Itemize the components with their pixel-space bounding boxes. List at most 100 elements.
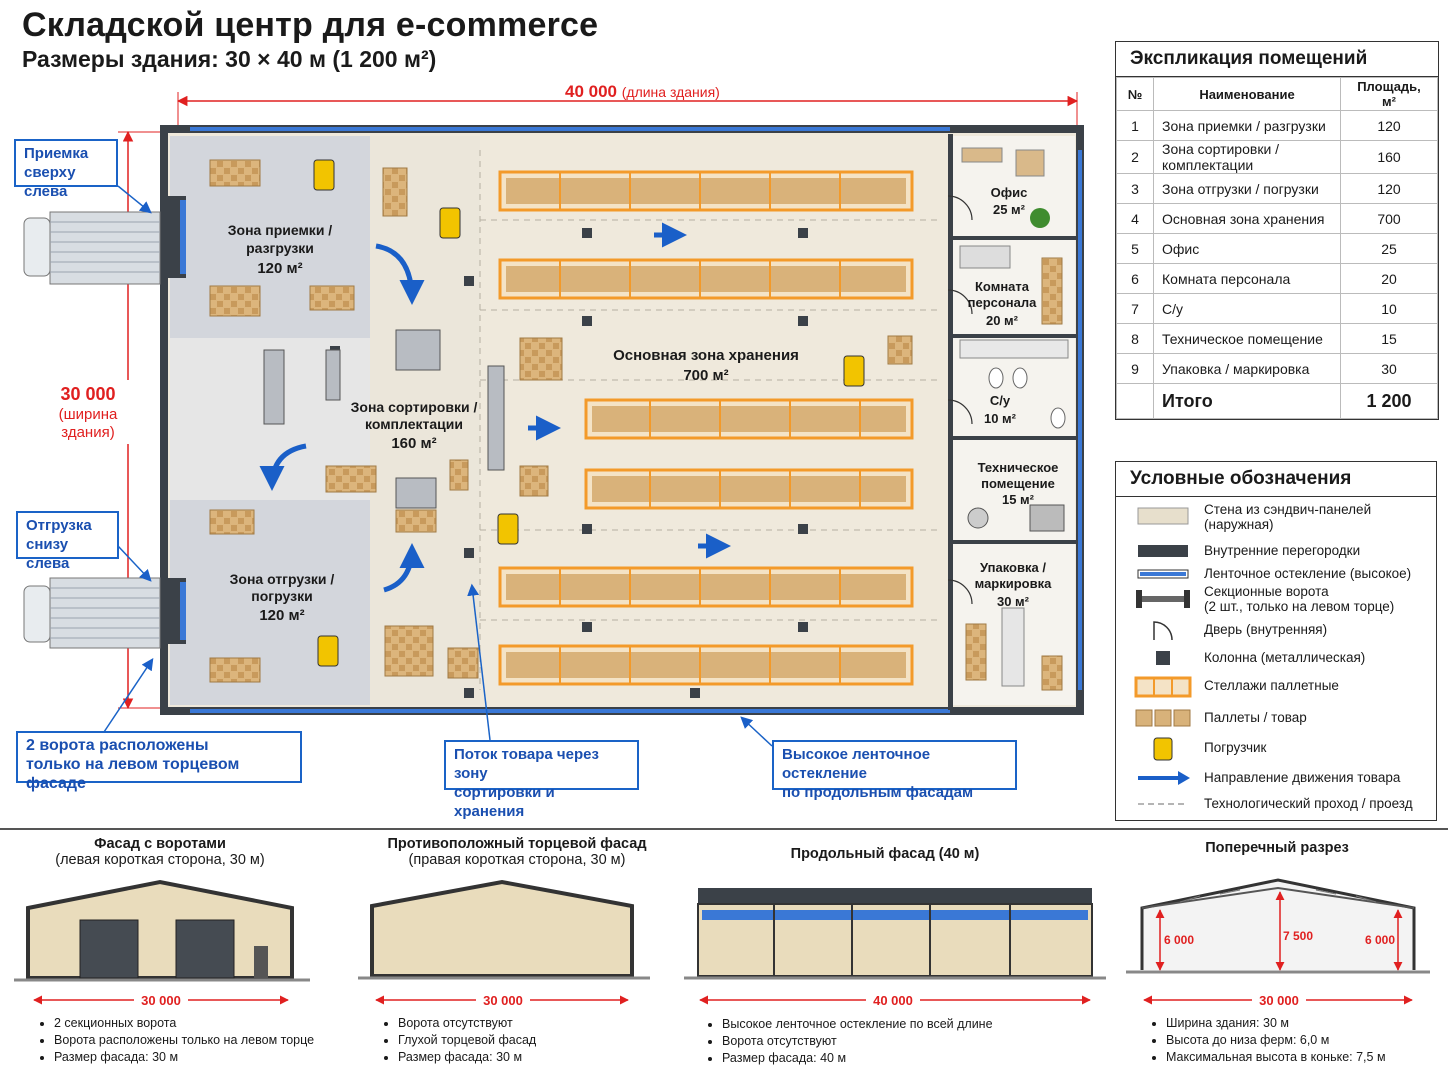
packing-room-label-2: маркировка <box>975 576 1052 591</box>
shipping-zone-floor <box>170 500 370 705</box>
length-dimension-value: 40 000 <box>565 82 617 101</box>
facade-1-notes: 2 секционных ворота Ворота расположены т… <box>40 1015 314 1066</box>
column-icon <box>1134 644 1192 672</box>
legend-label-line-1: Колонна (металлическая) <box>1204 650 1366 665</box>
explication-header-number: № <box>1116 77 1154 111</box>
truck-bottom-icon <box>23 577 161 649</box>
section-divider <box>0 828 1448 830</box>
explication-cell-name: Комната персонала <box>1153 263 1341 294</box>
explication-cell-area: 120 <box>1340 110 1438 141</box>
explication-cell-area: 700 <box>1340 203 1438 234</box>
sectional-gate-icon <box>1134 584 1192 612</box>
explication-cell-name: Офис <box>1153 233 1341 264</box>
shipping-zone-label-1: Зона отгрузки / <box>230 571 335 587</box>
explication-total-row: Итого 1 200 <box>1116 383 1438 419</box>
legend-label-line-2: (наружная) <box>1204 517 1274 532</box>
explication-cell-area: 30 <box>1340 353 1438 384</box>
explication-cell-area: 120 <box>1340 173 1438 204</box>
legend-label: Стена из сэндвич-панелей(наружная) <box>1204 502 1371 532</box>
legend-item: Направление движения товара <box>1116 764 1436 792</box>
staff-room-area: 20 м² <box>986 313 1019 328</box>
explication-cell-n: 1 <box>1116 110 1154 141</box>
callout-bottom-gate: Отгрузка снизу слева <box>16 511 119 572</box>
floor-plan: 40 000 (длина здания) 30 000 (ширина зда… <box>23 82 1084 747</box>
callout-flow-note: Поток товара через зону сортировки и хра… <box>444 740 639 820</box>
explication-cell-name: Основная зона хранения <box>1153 203 1341 234</box>
legend-item: Секционные ворота(2 шт., только на левом… <box>1116 584 1436 614</box>
section-height-left: 6 000 <box>1164 933 1194 947</box>
explication-cell-n: 8 <box>1116 323 1154 354</box>
explication-cell-name: Техническое помещение <box>1153 323 1341 354</box>
explication-cell-area: 160 <box>1340 140 1438 174</box>
explication-cell-n: 9 <box>1116 353 1154 384</box>
legend-item: Ленточное остекление (высокое) <box>1116 560 1436 588</box>
legend-label-line-1: Паллеты / товар <box>1204 710 1307 725</box>
section-title: Поперечный разрез <box>1205 840 1349 856</box>
section-notes: Ширина здания: 30 м Высота до низа ферм:… <box>1152 1015 1386 1066</box>
explication-cell-name: Зона сортировки / комплектации <box>1153 140 1341 174</box>
width-dimension-note-2: здания) <box>61 424 114 441</box>
legend-title: Условные обозначения <box>1116 462 1436 497</box>
explication-cell-area: 10 <box>1340 293 1438 324</box>
facade-3-title: Продольный фасад (40 м) <box>790 846 980 862</box>
legend-label: Секционные ворота(2 шт., только на левом… <box>1204 584 1394 614</box>
pallets <box>209 159 913 683</box>
legend-label: Технологический проход / проезд <box>1204 796 1413 811</box>
explication-total-value: 1 200 <box>1340 383 1438 419</box>
legend-panel: Условные обозначения Стена из сэндвич-па… <box>1115 461 1437 821</box>
legend-item: Паллеты / товар <box>1116 704 1436 732</box>
forklift-icons <box>313 159 865 667</box>
dashed-passage-icon <box>1134 790 1192 818</box>
explication-cell-n: 2 <box>1116 140 1154 174</box>
legend-label-line-1: Технологический проход / проезд <box>1204 796 1413 811</box>
plant-icon <box>1030 208 1050 228</box>
callout-top-gate: Приемка сверху слева <box>14 139 118 200</box>
legend-label-line-2: (2 шт., только на левом торце) <box>1204 599 1395 614</box>
facade-2-title: Противоположный торцевой фасад (правая к… <box>387 836 647 868</box>
legend-label-line-1: Направление движения товара <box>1204 770 1401 785</box>
explication-cell-n: 5 <box>1116 233 1154 264</box>
facade-1-title: Фасад с воротами (левая короткая сторона… <box>55 836 265 868</box>
forklift-icon <box>1134 734 1192 762</box>
technological-passage <box>479 150 940 690</box>
packing-door <box>947 579 973 605</box>
office-label: Офис <box>991 185 1028 200</box>
explication-title: Экспликация помещений <box>1116 42 1438 77</box>
receiving-zone-area: 120 м² <box>257 260 302 277</box>
staff-door <box>947 289 973 315</box>
legend-item: Колонна (металлическая) <box>1116 644 1436 672</box>
sorting-zone-label-1: Зона сортировки / <box>351 399 478 415</box>
legend-label-line-1: Ленточное остекление (высокое) <box>1204 566 1412 581</box>
legend-label: Паллеты / товар <box>1204 710 1307 725</box>
explication-cell-n: 6 <box>1116 263 1154 294</box>
sorting-zone-area: 160 м² <box>391 435 436 452</box>
wc-door <box>947 399 973 425</box>
receiving-zone-label-1: Зона приемки / <box>228 222 333 238</box>
pallet-icon <box>1134 704 1192 732</box>
sandwich-wall-icon <box>1134 502 1192 530</box>
facade-with-gates <box>14 879 310 982</box>
explication-total-label: Итого <box>1153 383 1341 419</box>
explication-header-name: Наименование <box>1153 77 1341 111</box>
legend-item: Внутренние перегородки <box>1116 537 1436 565</box>
legend-label: Стеллажи паллетные <box>1204 678 1339 693</box>
legend-label: Колонна (металлическая) <box>1204 650 1365 665</box>
sorting-zone-label-2: комплектации <box>365 416 463 432</box>
legend-label-line-1: Погрузчик <box>1204 740 1267 755</box>
callout-glazing-note: Высокое ленточное остекление по продольн… <box>772 740 1017 801</box>
receiving-zone-label-2: разгрузки <box>246 240 314 256</box>
page-title: Складской центр для e-commerce <box>22 6 599 44</box>
legend-label-line-1: Дверь (внутренняя) <box>1204 622 1328 637</box>
door-icon <box>1134 616 1192 644</box>
facade-3-dimension: 40 000 <box>873 993 913 1008</box>
explication-cell-area: 15 <box>1340 323 1438 354</box>
truck-top-icon <box>23 211 161 285</box>
staff-room-label-2: персонала <box>968 295 1038 310</box>
